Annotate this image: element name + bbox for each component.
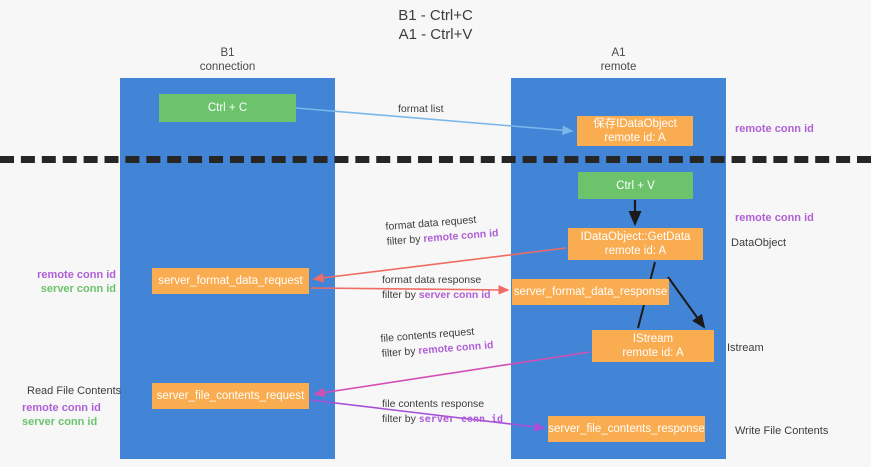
annotation-istream: Istream: [727, 342, 764, 354]
annotation-dataobject: DataObject: [731, 237, 787, 249]
annotation-remote-conn-id-top: remote conn id: [735, 123, 814, 135]
title-line-2: A1 - Ctrl+V: [398, 26, 473, 43]
filter-prefix: filter by: [382, 289, 419, 301]
node-idataobject-getdata[interactable]: IDataObject::GetData remote id: A: [568, 228, 703, 260]
annotation-read-file-contents: Read File Contents: [27, 385, 122, 397]
node-server-file-contents-response[interactable]: server_file_contents_response: [548, 416, 705, 442]
filter-key-server-conn-id: server conn id: [418, 289, 491, 301]
lane-header-b1: B1 connection: [120, 46, 335, 74]
node-getdata-line1: IDataObject::GetData: [580, 231, 691, 243]
page-title: B1 - Ctrl+C A1 - Ctrl+V: [0, 6, 871, 44]
edge-label-file-contents-response: file contents response filter by server …: [382, 397, 503, 427]
annotation-remote-conn-id-left-1: remote conn id: [37, 269, 116, 281]
annotation-server-conn-id-left-2: server conn id: [22, 416, 98, 428]
filter-prefix: filter by: [382, 413, 419, 425]
annotation-conn-id-pair-2: remote conn id server conn id: [22, 401, 116, 429]
annotation-remote-conn-id-mid: remote conn id: [735, 212, 814, 224]
node-istream-line1: IStream: [632, 333, 674, 345]
node-server-format-data-response[interactable]: server_format_data_response: [512, 279, 669, 305]
lane-header-a1: A1 remote: [511, 46, 726, 74]
title-line-1: B1 - Ctrl+C: [398, 7, 473, 24]
node-server-format-data-request-label: server_format_data_request: [158, 275, 303, 287]
edge-label-format-data-response: format data response filter by server co…: [382, 273, 491, 303]
edge-label-file-contents-response-line1: file contents response: [382, 398, 485, 410]
filter-prefix: filter by: [381, 345, 419, 360]
node-ctrl-v-label: Ctrl + V: [616, 179, 655, 192]
node-ctrl-c-label: Ctrl + C: [207, 102, 248, 114]
edge-label-file-contents-response-line2: filter by server conn id: [382, 412, 503, 427]
node-save-idataobject[interactable]: 保存IDataObject remote id: A: [577, 116, 693, 146]
lane-header-b1-role: connection: [199, 61, 256, 73]
node-server-file-contents-request[interactable]: server_file_contents_request: [152, 383, 309, 409]
node-ctrl-c[interactable]: Ctrl + C: [159, 94, 296, 122]
filter-prefix: filter by: [386, 233, 424, 248]
node-ctrl-v[interactable]: Ctrl + V: [578, 172, 693, 199]
lane-header-a1-role: remote: [600, 61, 637, 73]
node-save-idataobject-line1: 保存IDataObject: [593, 118, 677, 130]
node-istream[interactable]: IStream remote id: A: [592, 330, 714, 362]
annotation-server-conn-id-left-1: server conn id: [40, 283, 116, 295]
node-save-idataobject-line2: remote id: A: [604, 132, 666, 144]
node-getdata-line2: remote id: A: [604, 245, 667, 257]
annotation-conn-id-pair-1: remote conn id server conn id: [22, 268, 116, 296]
edge-label-file-contents-request: file contents request filter by remote c…: [380, 323, 494, 362]
phase-divider: [0, 156, 871, 163]
node-server-file-contents-response-label: server_file_contents_response: [548, 423, 705, 435]
node-istream-line2: remote id: A: [622, 347, 684, 359]
node-server-file-contents-request-label: server_file_contents_request: [156, 390, 305, 402]
edge-label-format-list: format list: [398, 103, 444, 115]
lane-header-b1-name: B1: [220, 47, 235, 59]
filter-key-server-conn-id: server conn id: [418, 414, 504, 425]
edge-label-format-data-response-line2: filter by server conn id: [382, 288, 491, 303]
annotation-remote-conn-id-left-2: remote conn id: [22, 402, 101, 414]
node-server-format-data-request[interactable]: server_format_data_request: [152, 268, 309, 294]
lane-header-a1-name: A1: [611, 47, 626, 59]
edge-label-format-data-request: format data request filter by remote con…: [385, 211, 499, 250]
annotation-write-file-contents: Write File Contents: [735, 425, 829, 437]
edge-label-format-data-response-line1: format data response: [382, 274, 482, 286]
node-server-format-data-response-label: server_format_data_response: [513, 286, 668, 298]
